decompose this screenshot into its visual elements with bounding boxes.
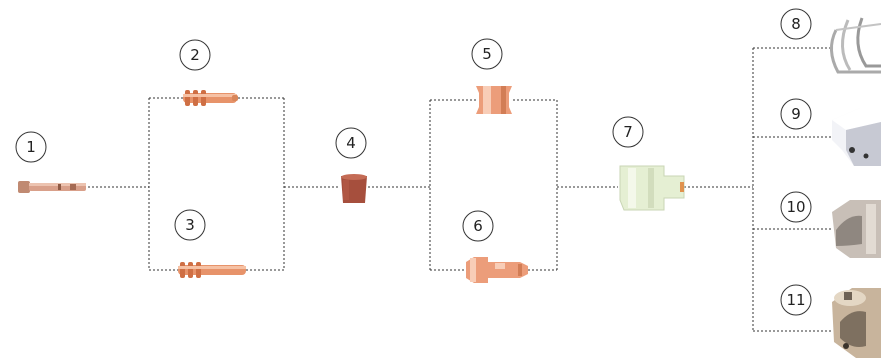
callout-7: 7 (612, 116, 644, 148)
svg-text:3: 3 (185, 216, 195, 234)
part-4-image (341, 174, 367, 203)
svg-text:5: 5 (482, 45, 492, 63)
callout-4: 4 (335, 127, 367, 159)
part-9-image (832, 108, 881, 166)
callout-11: 11 (780, 284, 812, 316)
part-8-image (830, 17, 881, 74)
part-11-image (832, 288, 881, 358)
svg-text:9: 9 (791, 105, 801, 123)
svg-text:11: 11 (786, 291, 805, 309)
part-2-image (183, 90, 238, 106)
svg-text:7: 7 (623, 123, 633, 141)
part-10-image (832, 200, 881, 258)
svg-text:4: 4 (346, 134, 356, 152)
svg-text:10: 10 (786, 198, 805, 216)
connector-lines (88, 47, 832, 332)
callout-2: 2 (179, 39, 211, 71)
svg-text:6: 6 (473, 217, 483, 235)
svg-text:2: 2 (190, 46, 200, 64)
callout-10: 10 (780, 191, 812, 223)
callout-1: 1 (15, 131, 47, 163)
svg-text:8: 8 (791, 15, 801, 33)
callout-9: 9 (780, 98, 812, 130)
callout-6: 6 (462, 210, 494, 242)
part-5-image (476, 86, 512, 114)
part-3-image (178, 262, 246, 278)
svg-text:1: 1 (26, 138, 36, 156)
callout-3: 3 (174, 209, 206, 241)
part-7-image (619, 165, 685, 211)
part-1-image (18, 181, 86, 193)
callout-5: 5 (471, 38, 503, 70)
part-6-image (466, 257, 528, 283)
callout-8: 8 (780, 8, 812, 40)
